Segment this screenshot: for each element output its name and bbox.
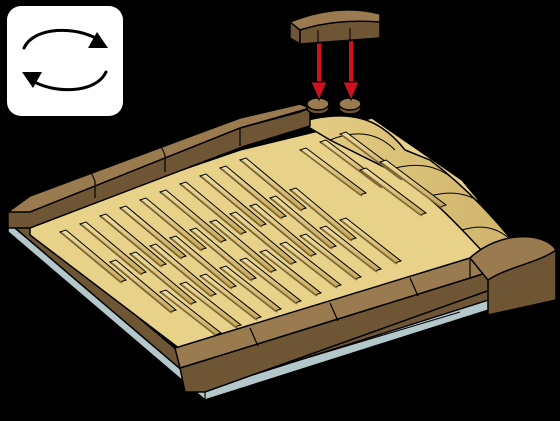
placement-arrows (311, 40, 359, 100)
new-part-curved-slope (290, 10, 380, 44)
attachment-studs (307, 98, 361, 114)
